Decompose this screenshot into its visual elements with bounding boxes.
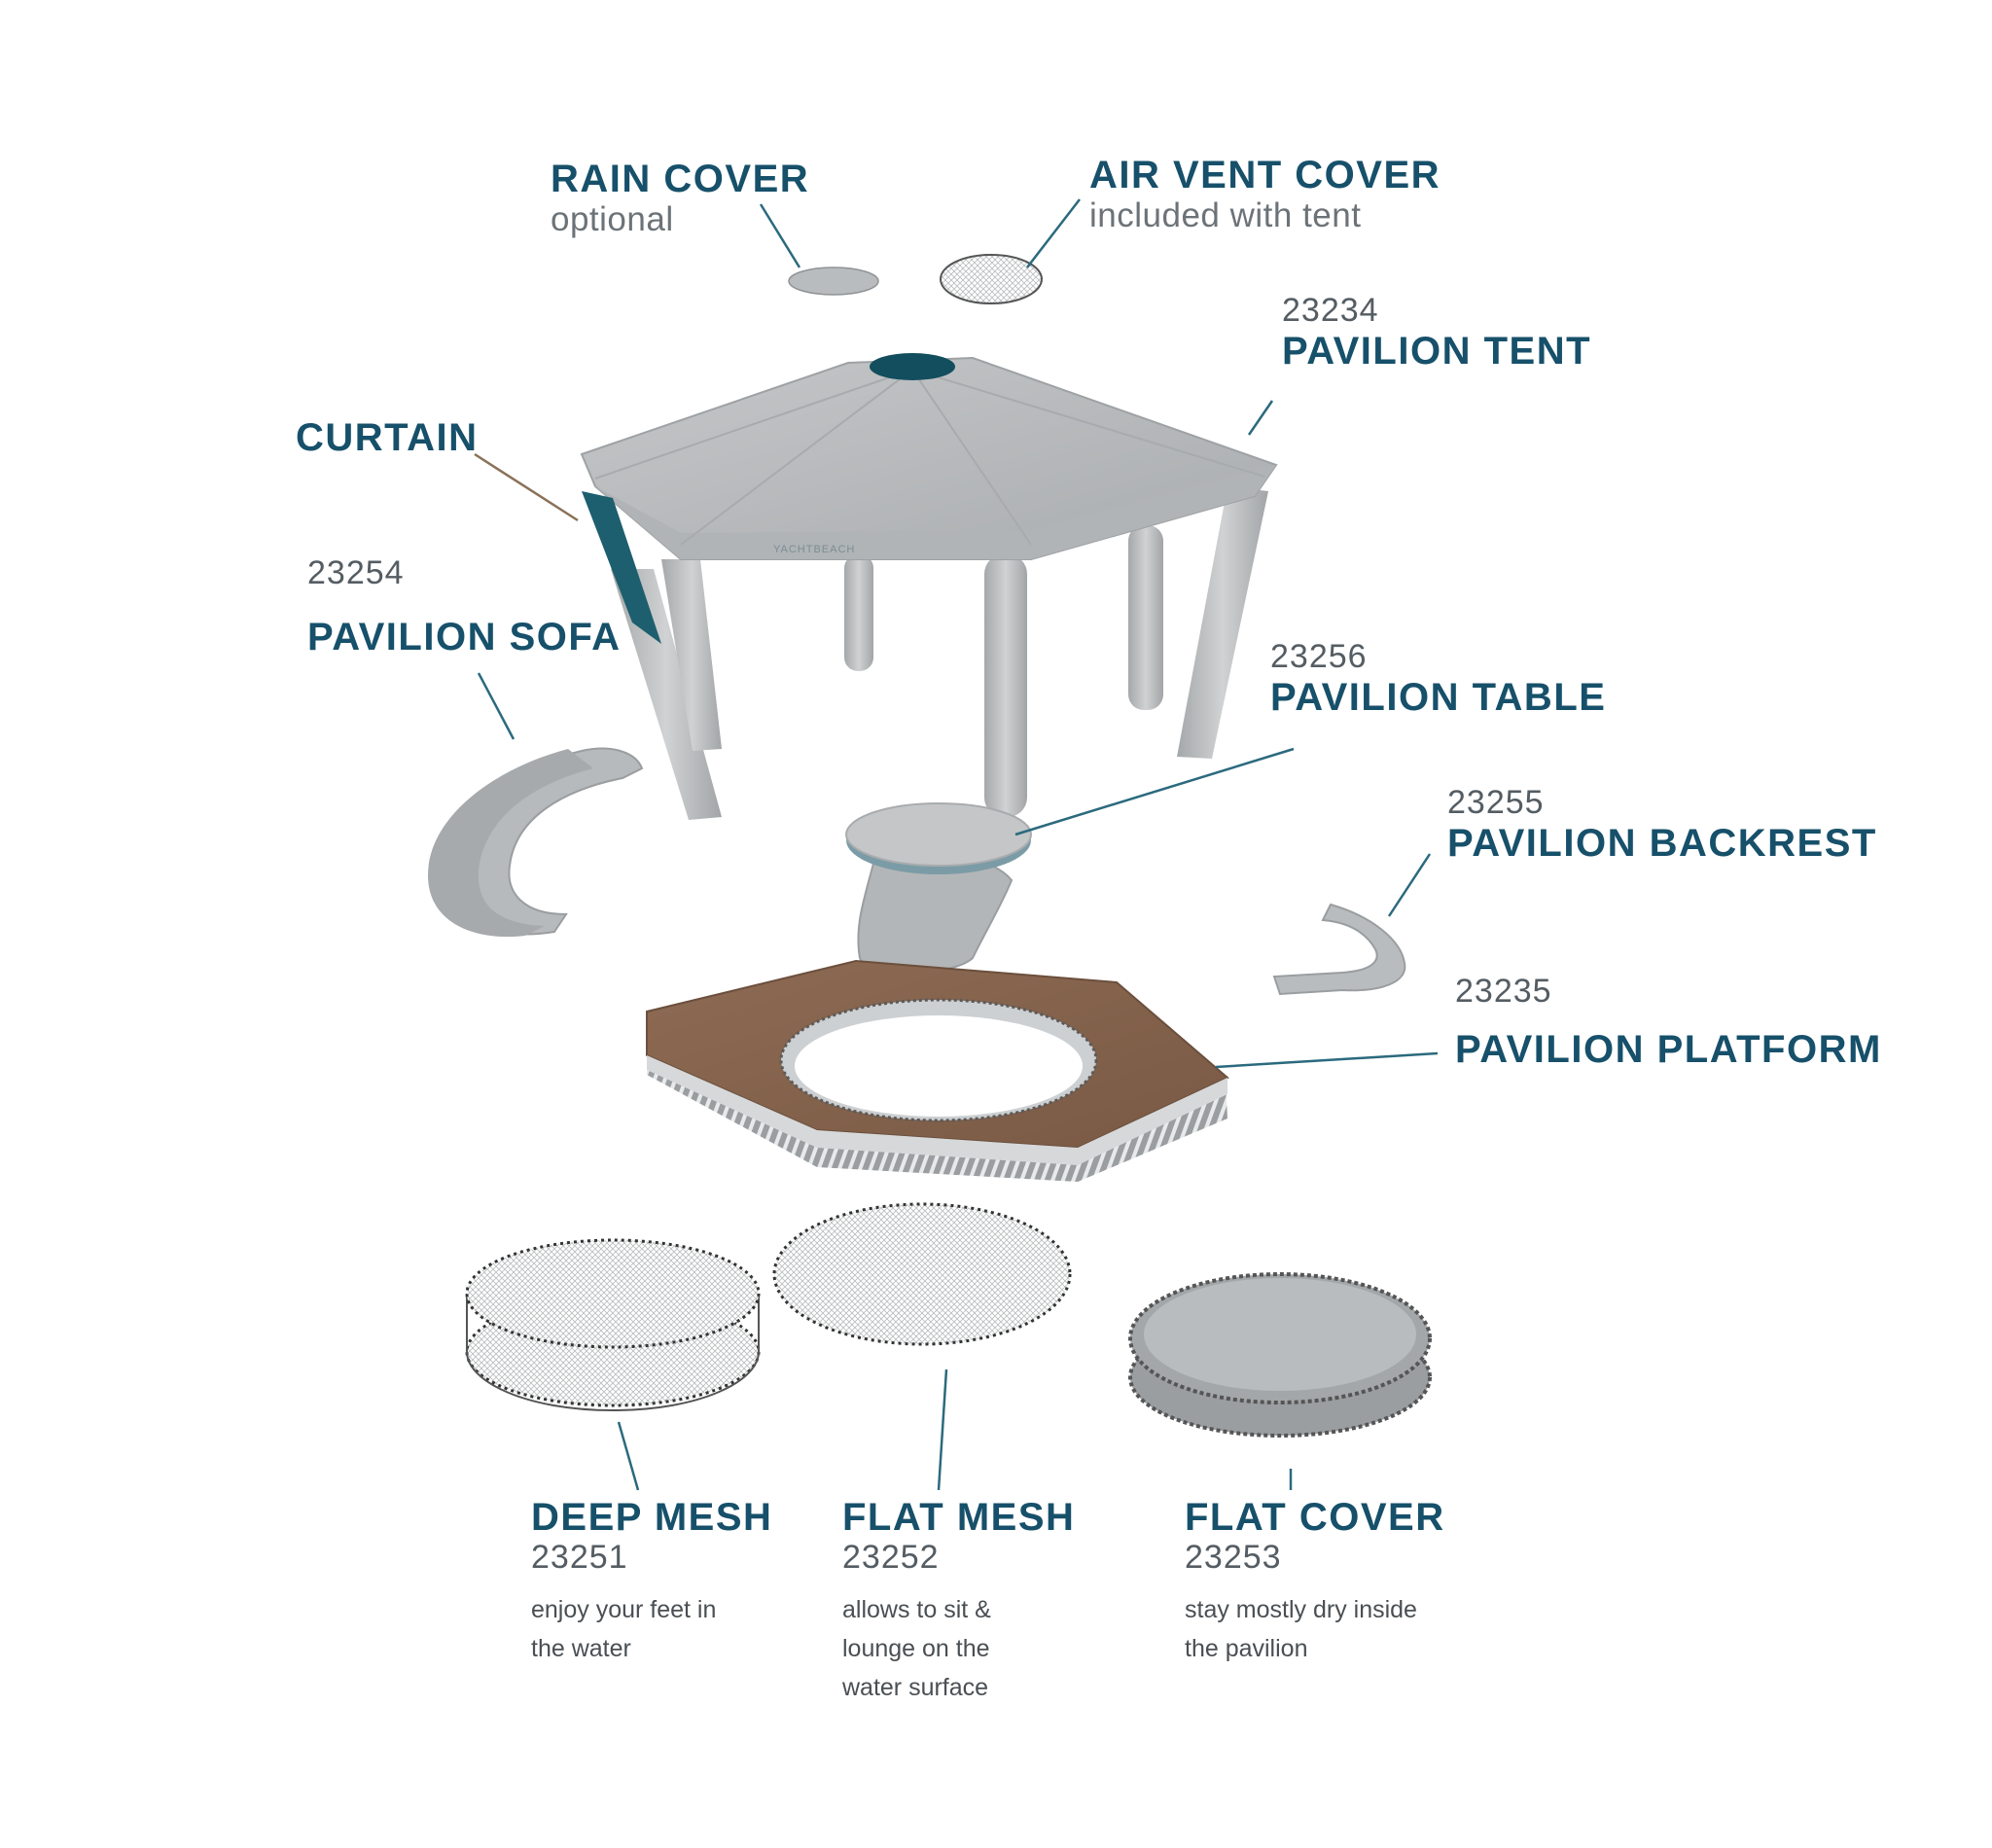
pavilion-tent-icon: YACHTBEACH — [580, 353, 1278, 820]
pavilion-tent-title: PAVILION TENT — [1282, 330, 1592, 373]
flat-mesh-number: 23252 — [842, 1539, 940, 1576]
label-rain-cover: RAIN COVER optional — [551, 158, 809, 239]
label-flat-cover: FLAT COVER 23253 stay mostly dry inside … — [1185, 1496, 1445, 1668]
label-air-vent-cover: AIR VENT COVER included with tent — [1089, 154, 1441, 235]
label-pavilion-tent: 23234 PAVILION TENT — [1282, 292, 1591, 373]
label-pavilion-table: 23256 PAVILION TABLE — [1270, 638, 1606, 719]
pavilion-sofa-icon — [428, 747, 644, 938]
label-deep-mesh: DEEP MESH 23251 enjoy your feet in the w… — [531, 1496, 772, 1668]
deep-mesh-title: DEEP MESH — [531, 1496, 773, 1539]
pavilion-sofa-title: PAVILION SOFA — [307, 616, 622, 659]
label-pavilion-sofa: 23254 PAVILION SOFA — [307, 554, 622, 658]
leader-pavilion-tent — [1247, 400, 1274, 436]
flat-cover-icon — [1128, 1272, 1432, 1438]
leader-pavilion-backrest — [1387, 853, 1432, 917]
deep-mesh-number: 23251 — [531, 1539, 628, 1576]
leader-lines — [474, 198, 1439, 1491]
leader-rain-cover — [759, 203, 801, 268]
flat-mesh-description: allows to sit & lounge on the water surf… — [842, 1596, 991, 1702]
pavilion-platform-title: PAVILION PLATFORM — [1455, 1028, 1882, 1072]
flat-cover-description: stay mostly dry inside the pavilion — [1185, 1596, 1417, 1663]
air-vent-cover-icon — [940, 254, 1043, 304]
flat-mesh-title: FLAT MESH — [842, 1496, 1076, 1539]
label-curtain: CURTAIN — [296, 416, 479, 459]
pavilion-tent-number: 23234 — [1282, 292, 1379, 329]
flat-cover-title: FLAT COVER — [1185, 1496, 1445, 1539]
leader-pavilion-sofa — [477, 672, 516, 740]
label-flat-mesh: FLAT MESH 23252 allows to sit & lounge o… — [842, 1496, 1075, 1707]
rain-cover-title: RAIN COVER — [551, 158, 810, 200]
pavilion-sofa-number: 23254 — [307, 554, 405, 591]
air-vent-cover-subtitle: included with tent — [1089, 196, 1362, 234]
deep-mesh-description: enjoy your feet in the water — [531, 1596, 717, 1663]
pavilion-platform-icon — [646, 959, 1229, 1182]
flat-cover-number: 23253 — [1185, 1539, 1282, 1576]
leader-pavilion-platform — [1215, 1051, 1439, 1069]
leader-air-vent-cover — [1026, 198, 1081, 268]
air-vent-cover-title: AIR VENT COVER — [1089, 154, 1441, 196]
leader-curtain — [474, 452, 579, 522]
pavilion-table-icon — [845, 802, 1032, 974]
leader-flat-mesh — [937, 1368, 948, 1491]
curtain-title: CURTAIN — [296, 416, 479, 459]
svg-text:YACHTBEACH: YACHTBEACH — [773, 544, 855, 555]
rain-cover-subtitle: optional — [551, 200, 674, 238]
leader-pavilion-table — [1014, 747, 1295, 836]
label-pavilion-platform: 23235 PAVILION PLATFORM — [1455, 973, 1882, 1071]
rain-cover-icon — [788, 267, 879, 296]
pavilion-table-title: PAVILION TABLE — [1270, 676, 1607, 720]
deep-mesh-icon — [465, 1238, 761, 1412]
pavilion-backrest-number: 23255 — [1447, 784, 1545, 821]
pavilion-backrest-title: PAVILION BACKREST — [1447, 822, 1877, 866]
label-pavilion-backrest: 23255 PAVILION BACKREST — [1447, 784, 1877, 865]
pavilion-backrest-icon — [1272, 903, 1406, 996]
flat-mesh-icon — [772, 1202, 1072, 1346]
pavilion-table-number: 23256 — [1270, 638, 1368, 675]
pavilion-platform-number: 23235 — [1455, 973, 1552, 1010]
leader-deep-mesh — [617, 1421, 640, 1491]
